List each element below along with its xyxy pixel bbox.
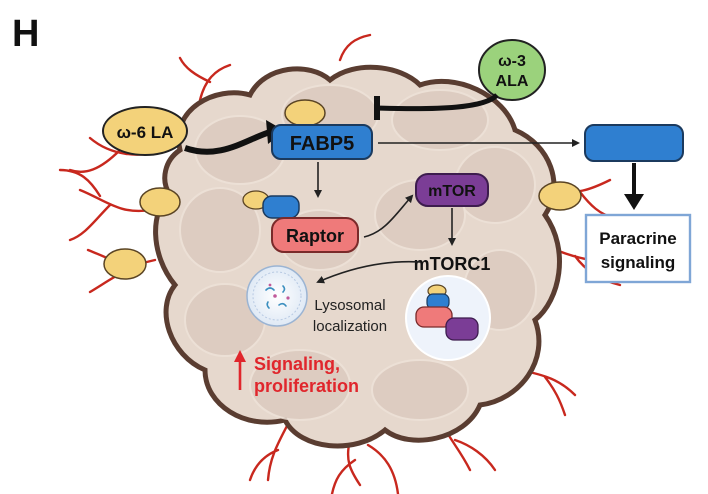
arrow-secreted-to-paracrine-head (624, 194, 644, 210)
omega3-ala-node: ω-3 ALA (478, 39, 546, 101)
mtor-label: mTOR (428, 183, 476, 200)
paracrine-signaling-box: Paracrine signaling (584, 213, 692, 284)
fabp5-raptor-complex (242, 190, 300, 219)
raptor-node: Raptor (271, 217, 359, 253)
panel-label: H (12, 13, 39, 55)
fabp5-node: FABP5 (271, 124, 373, 160)
omega6-la-label: ω-6 LA (117, 123, 174, 142)
arrow-mtorc1-to-lysosome (316, 260, 421, 284)
paracrine-label-line1: Paracrine (599, 229, 677, 248)
paracrine-label-line2: signaling (601, 253, 676, 272)
signaling-label-line1: Signaling, (254, 354, 340, 374)
fatty-acid-droplets (103, 99, 582, 280)
lysosomal-label-line1: Lysosomal (314, 297, 385, 314)
arrow-raptor-to-mtor (363, 194, 414, 238)
signaling-label-line2: proliferation (254, 376, 359, 396)
omega3-label-line2: ALA (496, 73, 529, 90)
fabp5-label: FABP5 (290, 133, 354, 155)
raptor-label: Raptor (286, 226, 344, 246)
mtorc1-label: mTORC1 (414, 254, 491, 274)
lysosome-icon (246, 265, 308, 327)
secreted-fabp5-node (584, 124, 684, 162)
lysosomal-label-line2: localization (313, 318, 387, 335)
mtorc1-complex-bubble (405, 275, 491, 361)
inhibition-omega3-to-fabp5 (377, 93, 499, 112)
mtor-node: mTOR (415, 173, 489, 207)
omega3-label-line1: ω-3 (498, 53, 526, 70)
arrow-omega6-to-fabp5 (184, 129, 271, 155)
omega6-la-node: ω-6 LA (102, 106, 188, 156)
